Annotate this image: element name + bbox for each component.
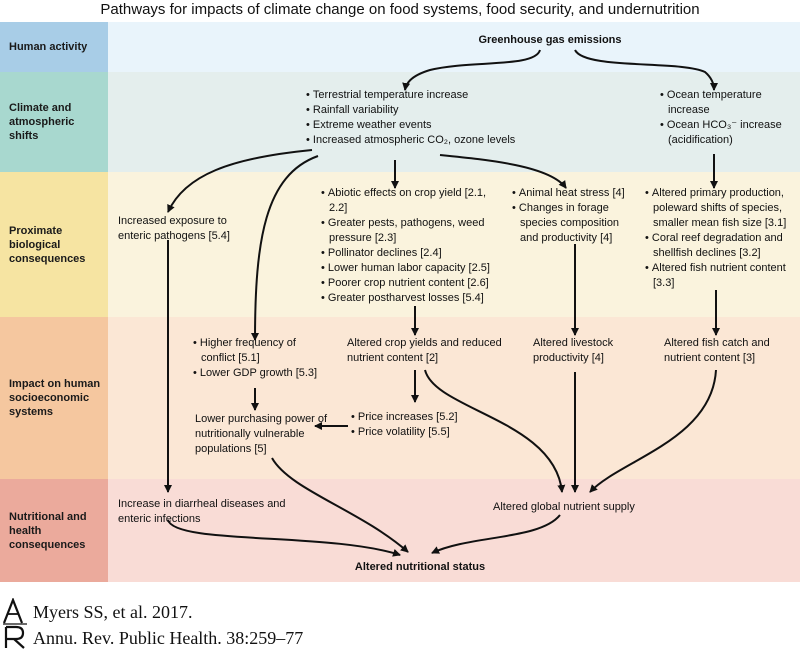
price-item: Price volatility [5.5] — [351, 425, 481, 440]
node-nutritional-status: Altered nutritional status — [354, 561, 486, 573]
band-label: Impact on human socioeconomic systems — [9, 378, 101, 418]
fish-item: Coral reef degradation and shellfish dec… — [645, 231, 795, 261]
citation: Myers SS, et al. 2017. Annu. Rev. Public… — [0, 596, 420, 652]
band-label: Human activity — [9, 41, 88, 53]
band-label: Nutritional and health consequences — [9, 510, 87, 551]
arrow-ghg-to-ocean — [574, 49, 718, 91]
livestock-item: Changes in forage species composition an… — [512, 201, 637, 246]
climate-item: Increased atmospheric CO₂, ozone levels — [306, 133, 586, 148]
band-label-box: Human activity — [0, 22, 108, 72]
node-climate-terrestrial: Terrestrial temperature increase Rainfal… — [306, 88, 586, 148]
socioeconomic-item: Higher frequency of conflict [5.1] — [193, 336, 323, 366]
ocean-item: Ocean HCO₃⁻ increase (acidification) — [660, 118, 795, 148]
node-greenhouse-gas-emissions: Greenhouse gas emissions — [478, 34, 622, 46]
arrow-climate-to-enteric — [167, 149, 313, 213]
band-label-box: Impact on human socioeconomic systems — [0, 317, 108, 479]
band-label-box: Proximate biological consequences — [0, 172, 108, 317]
node-diarrheal-diseases: Increase in diarrheal diseases and enter… — [118, 498, 286, 525]
node-crop-effects: Abiotic effects on crop yield [2.1, 2.2]… — [321, 186, 506, 306]
pathway-arrows — [164, 49, 720, 557]
node-fish-effects: Altered primary production, poleward shi… — [645, 186, 795, 291]
livestock-item: Animal heat stress [4] — [512, 186, 637, 201]
crop-item: Greater postharvest losses [5.4] — [321, 291, 506, 306]
arrow-diarrheal-to-status — [167, 519, 401, 557]
node-fish-catch: Altered fish catch and nutrient content … — [664, 337, 770, 364]
arrow-yields-to-supply — [424, 369, 566, 493]
node-purchasing-power: Lower purchasing power of nutritionally … — [195, 413, 328, 455]
citation-journal: Annu. Rev. Public Health. 38:259–77 — [33, 628, 304, 648]
node-crop-yields: Altered crop yields and reduced nutrient… — [347, 337, 502, 364]
arrow-climate-to-livestock — [439, 154, 567, 189]
arrow-supply-to-status — [431, 514, 561, 554]
band-human-activity: Human activity — [0, 22, 800, 72]
band-label-box: Nutritional and health consequences — [0, 479, 108, 582]
crop-item: Greater pests, pathogens, weed pressure … — [321, 216, 506, 246]
node-conflict-gdp: Higher frequency of conflict [5.1] Lower… — [193, 336, 323, 381]
node-livestock-productivity: Altered livestock productivity [4] — [533, 337, 614, 364]
band-nutritional-health: Nutritional and health consequences — [0, 479, 800, 582]
arrow-ghg-to-terrestrial — [402, 49, 541, 91]
node-nutrient-supply: Altered global nutrient supply — [493, 501, 635, 513]
node-enteric-exposure: Increased exposure to enteric pathogens … — [118, 215, 230, 242]
band-label: Climate and atmospheric shifts — [9, 102, 75, 142]
citation-authors: Myers SS, et al. 2017. — [33, 602, 193, 622]
price-item: Price increases [5.2] — [351, 410, 481, 425]
crop-item: Pollinator declines [2.4] — [321, 246, 506, 261]
band-label: Proximate biological consequences — [9, 224, 86, 265]
fish-item: Altered fish nutrient content [3.3] — [645, 261, 795, 291]
band-socioeconomic-impact: Impact on human socioeconomic systems — [0, 317, 800, 479]
crop-item: Abiotic effects on crop yield [2.1, 2.2] — [321, 186, 506, 216]
crop-item: Lower human labor capacity [2.5] — [321, 261, 506, 276]
band-label-box: Climate and atmospheric shifts — [0, 72, 108, 172]
annual-reviews-logo — [2, 598, 27, 649]
ocean-item: Ocean temperature increase — [660, 88, 795, 118]
fish-item: Altered primary production, poleward shi… — [645, 186, 795, 231]
climate-item: Rainfall variability — [306, 103, 586, 118]
arrow-fish-to-supply — [589, 369, 717, 493]
diagram-title: Pathways for impacts of climate change o… — [100, 1, 700, 18]
node-prices: Price increases [5.2] Price volatility [… — [351, 410, 481, 440]
crop-item: Poorer crop nutrient content [2.6] — [321, 276, 506, 291]
node-livestock-effects: Animal heat stress [4] Changes in forage… — [512, 186, 637, 246]
arrow-climate-to-conflict — [251, 155, 319, 341]
arrow-purchasing-to-status — [271, 457, 409, 553]
node-climate-ocean: Ocean temperature increase Ocean HCO₃⁻ i… — [660, 88, 795, 148]
climate-item: Terrestrial temperature increase — [306, 88, 586, 103]
climate-item: Extreme weather events — [306, 118, 586, 133]
socioeconomic-item: Lower GDP growth [5.3] — [193, 366, 323, 381]
